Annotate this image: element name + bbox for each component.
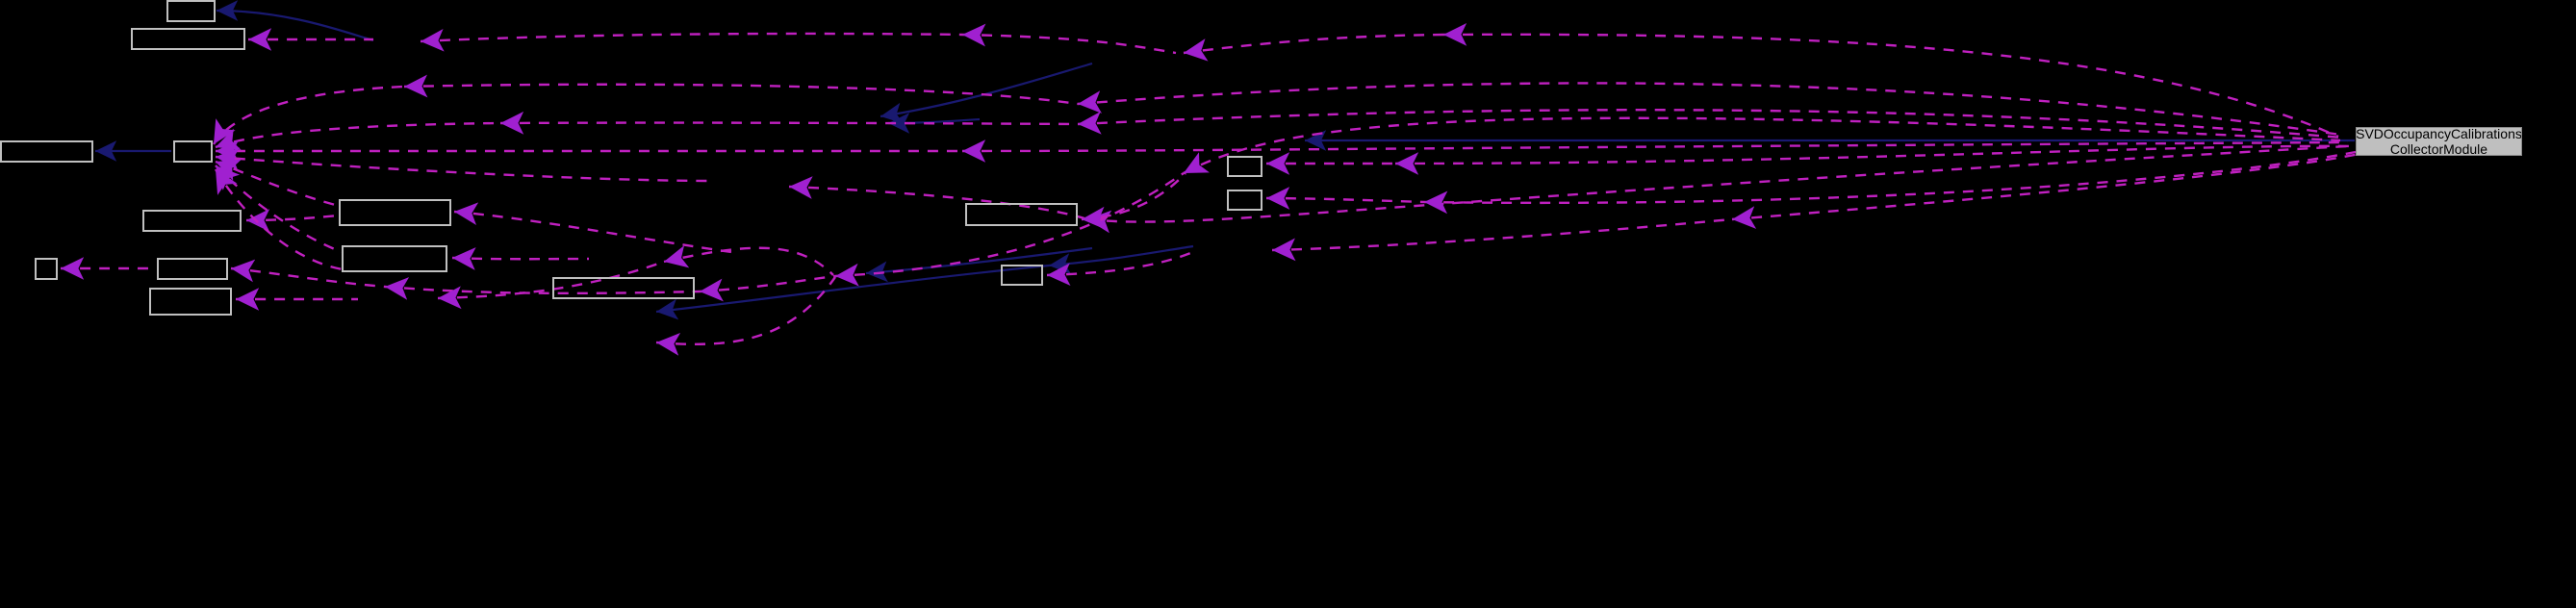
graph-node[interactable] xyxy=(142,210,242,232)
graph-node[interactable] xyxy=(965,203,1078,226)
graph-node[interactable] xyxy=(0,140,93,163)
graph-node[interactable] xyxy=(1227,156,1262,177)
graph-node[interactable] xyxy=(157,258,228,280)
graph-node[interactable] xyxy=(552,277,695,299)
graph-node-label: SVDOccupancyCalibrations CollectorModule xyxy=(2356,127,2522,156)
graph-node[interactable] xyxy=(166,0,216,22)
graph-node-focus[interactable]: SVDOccupancyCalibrations CollectorModule xyxy=(2356,127,2522,156)
graph-node[interactable] xyxy=(342,245,447,272)
graph-node[interactable] xyxy=(1001,265,1043,286)
graph-node[interactable] xyxy=(173,140,213,163)
graph-node[interactable] xyxy=(35,258,58,280)
reference-edges xyxy=(60,23,2360,356)
graph-node[interactable] xyxy=(149,288,232,316)
graph-node[interactable] xyxy=(339,199,451,226)
graph-node[interactable] xyxy=(1227,190,1262,211)
graph-node[interactable] xyxy=(131,28,245,50)
